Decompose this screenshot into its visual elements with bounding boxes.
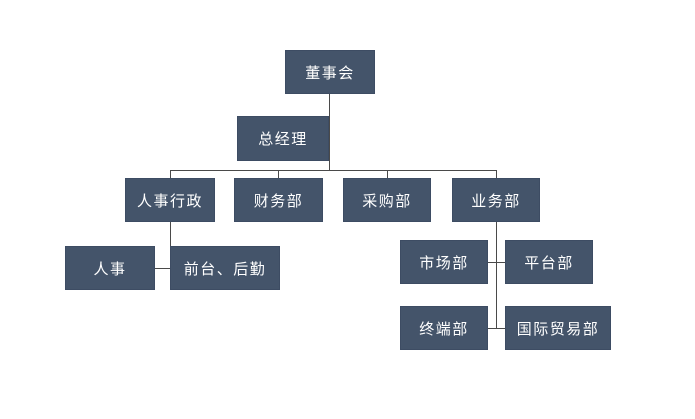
connector-board-drop: [329, 94, 330, 170]
org-node-marketing-label: 市场部: [419, 253, 469, 272]
connector-stub-procurement: [387, 170, 388, 178]
connector-marketing-platform-link: [488, 262, 505, 263]
org-node-business[interactable]: 业务部: [452, 178, 540, 222]
org-node-hr-admin-label: 人事行政: [136, 191, 203, 210]
org-node-procurement-label: 采购部: [362, 191, 412, 210]
org-node-front-desk-logistics[interactable]: 前台、后勤: [170, 246, 280, 290]
org-node-marketing[interactable]: 市场部: [400, 240, 488, 284]
org-node-general-manager[interactable]: 总经理: [237, 116, 329, 161]
org-node-board-label: 董事会: [305, 63, 355, 82]
org-node-platform[interactable]: 平台部: [505, 240, 593, 284]
org-node-terminal-label: 终端部: [419, 319, 469, 338]
org-node-procurement[interactable]: 采购部: [343, 178, 431, 222]
connector-level3-bus: [170, 170, 497, 171]
org-node-terminal[interactable]: 终端部: [400, 306, 488, 350]
org-node-hr-label: 人事: [93, 259, 127, 278]
org-node-hr[interactable]: 人事: [65, 246, 155, 290]
connector-hr-admin-drop: [170, 222, 171, 268]
connector-terminal-trade-link: [488, 328, 505, 329]
connector-hr-link: [155, 268, 171, 269]
org-node-hr-admin[interactable]: 人事行政: [125, 178, 215, 222]
org-node-finance[interactable]: 财务部: [234, 178, 323, 222]
connector-stub-business: [496, 170, 497, 178]
org-node-general-manager-label: 总经理: [258, 130, 308, 148]
org-node-international-trade[interactable]: 国际贸易部: [505, 306, 611, 350]
org-node-international-trade-label: 国际贸易部: [516, 319, 600, 338]
org-node-finance-label: 财务部: [253, 191, 304, 210]
connector-stub-finance: [278, 170, 279, 178]
connector-stub-hr-admin: [170, 170, 171, 178]
org-node-front-desk-logistics-label: 前台、后勤: [183, 259, 267, 278]
connector-business-drop: [496, 222, 497, 328]
org-node-platform-label: 平台部: [524, 253, 574, 272]
org-node-board[interactable]: 董事会: [285, 50, 375, 94]
org-node-business-label: 业务部: [471, 191, 521, 210]
